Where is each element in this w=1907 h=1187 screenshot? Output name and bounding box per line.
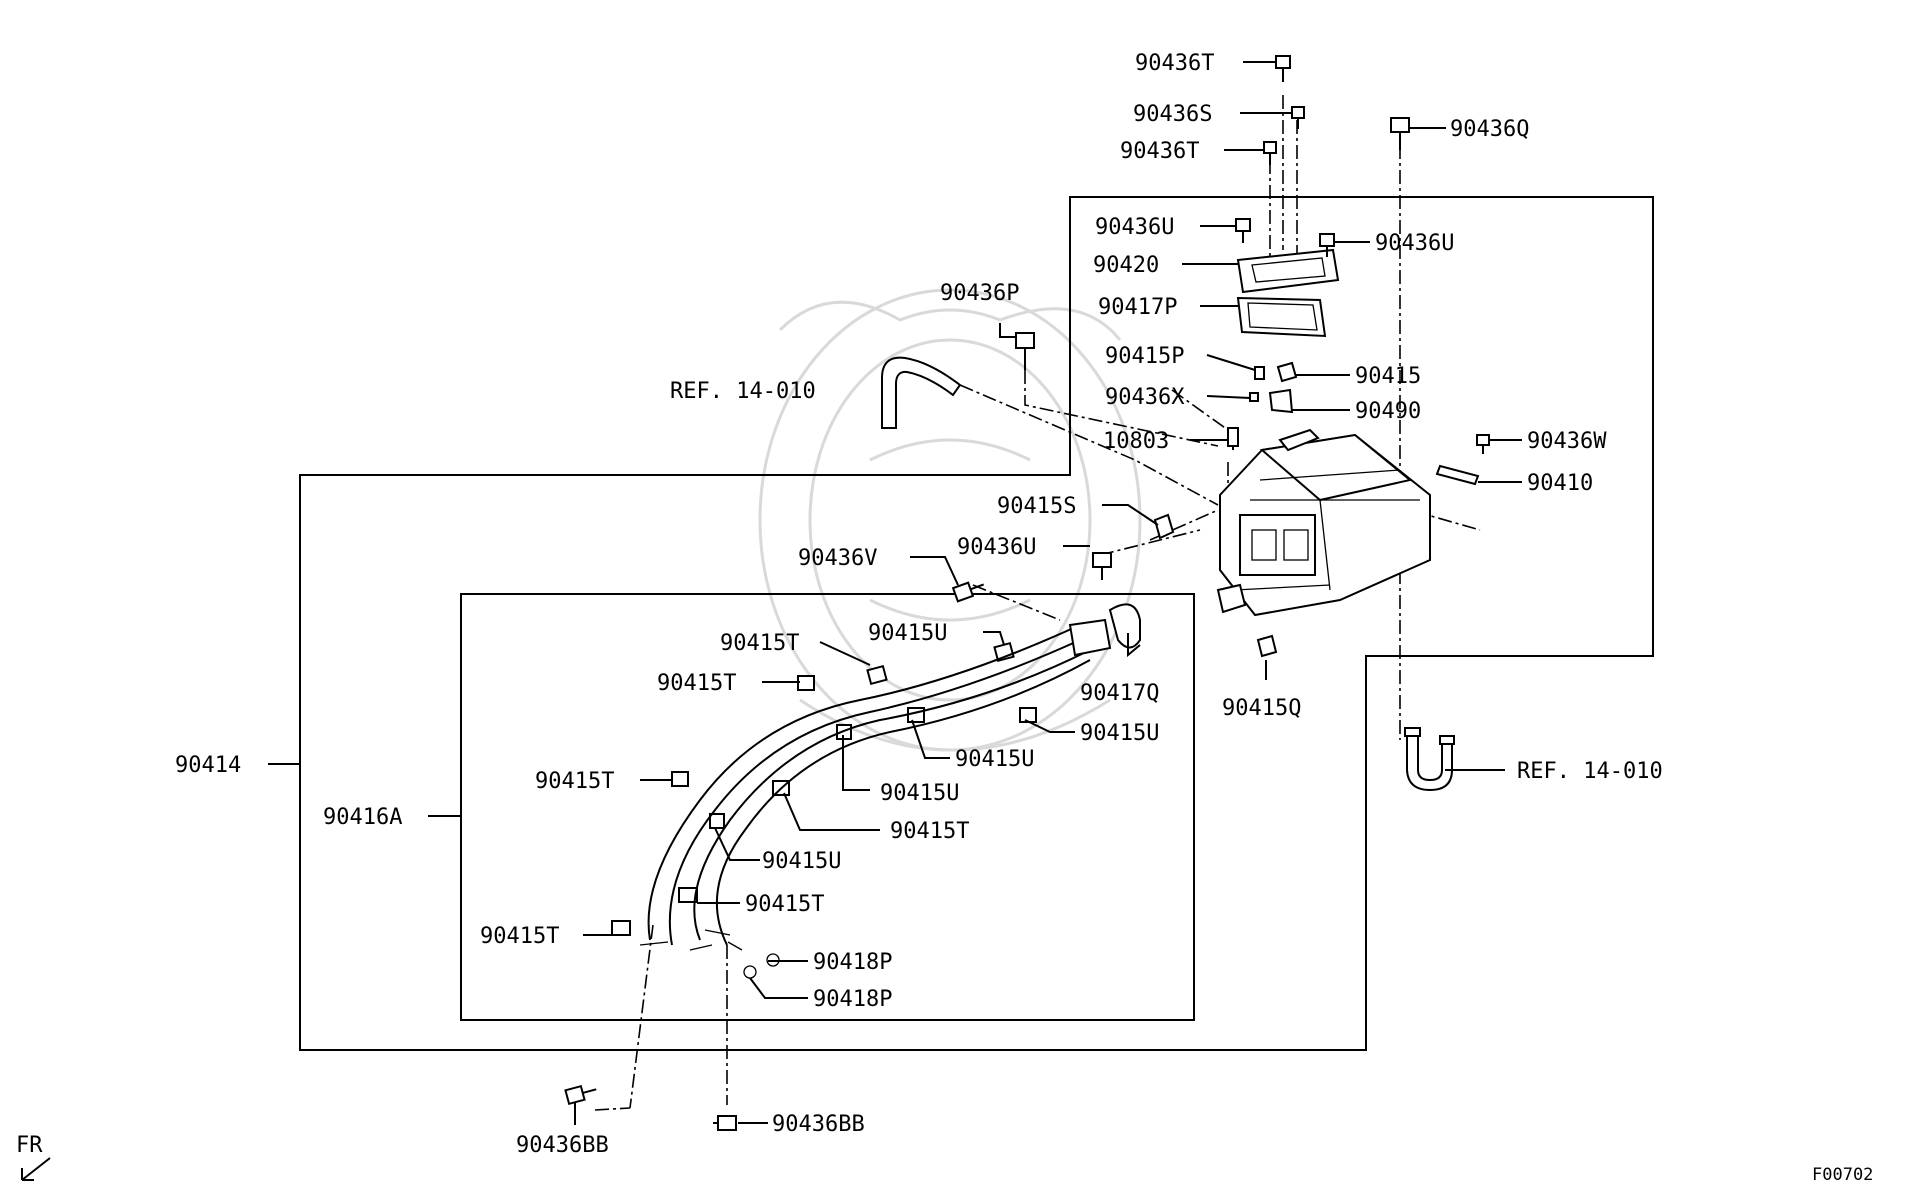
label-90415T-f: 90415T [480,924,559,949]
label-10803: 10803 [1103,429,1169,454]
fr-label: FR [16,1133,43,1158]
label-90418P-a: 90418P [813,950,892,975]
assembly-outline-90416A [460,593,1195,1021]
watermark [758,288,1142,752]
label-90415U-b: 90415U [1080,721,1159,746]
label-ref-14-010-lower: REF. 14-010 [1517,759,1663,784]
bolt-icons [564,55,1490,1131]
label-90436U-left: 90436U [1095,215,1174,240]
label-90436P: 90436P [940,281,1019,306]
label-90436U-right: 90436U [1375,231,1454,256]
assembly-outline-90414 [299,196,1654,1051]
label-90415U-e: 90415U [762,849,841,874]
label-90436Q: 90436Q [1450,117,1529,142]
coolant-hose-upper [881,356,962,429]
clip-icons [611,361,1480,936]
label-90415U-d: 90415U [880,781,959,806]
label-90417P: 90417P [1098,295,1177,320]
label-90490: 90490 [1355,399,1421,424]
label-90415T-e: 90415T [745,892,824,917]
fr-arrow-icon [21,1157,51,1181]
label-90415S: 90415S [997,494,1076,519]
label-90436T-top: 90436T [1135,51,1214,76]
label-90415U-a: 90415U [868,621,947,646]
front-direction-indicator: FR [16,1133,51,1181]
assembly-dash-lines [594,95,1481,1111]
label-90415: 90415 [1355,364,1421,389]
label-90436BB-right: 90436BB [772,1112,865,1137]
label-90436T-mid: 90436T [1120,139,1199,164]
label-90436BB-left: 90436BB [516,1133,609,1158]
label-90414: 90414 [175,753,241,778]
label-90416A: 90416A [323,805,402,830]
label-90436X: 90436X [1105,385,1185,410]
label-90418P-b: 90418P [813,987,892,1012]
figure-code: F00702 [1812,1165,1873,1185]
gasket-90417P [1236,296,1327,338]
label-90415T-c: 90415T [535,769,614,794]
label-90436W: 90436W [1527,429,1607,454]
label-90415T-b: 90415T [657,671,736,696]
label-90415T-d: 90415T [890,819,969,844]
label-90417Q: 90417Q [1080,681,1159,706]
label-90415Q: 90415Q [1222,696,1301,721]
label-90415P: 90415P [1105,344,1184,369]
label-90436S: 90436S [1133,102,1212,127]
inverter-assembly [1216,428,1431,617]
leader-lines [268,61,1522,1125]
label-90436U-lower: 90436U [957,535,1036,560]
label-90436V: 90436V [798,546,877,571]
cable-harness-90416A [639,603,1141,979]
label-90415T-a: 90415T [720,631,799,656]
label-90415U-c: 90415U [955,747,1034,772]
label-90410: 90410 [1527,471,1593,496]
label-90420: 90420 [1093,253,1159,278]
label-ref-14-010-upper: REF. 14-010 [670,379,816,404]
